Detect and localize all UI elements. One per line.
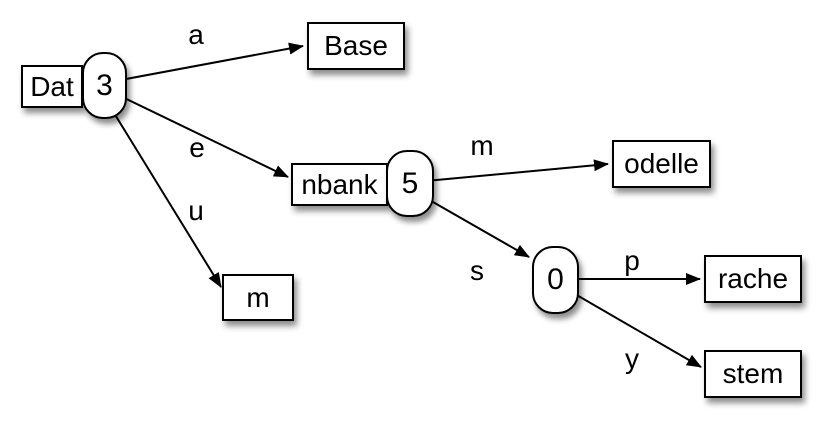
edge-label-e: e (189, 132, 205, 163)
node-m: m (222, 274, 294, 321)
node-nbank-prefix: nbank (291, 163, 388, 206)
edge-label-p: p (624, 245, 640, 276)
node-stem: stem (704, 350, 802, 398)
edge-label-y: y (625, 343, 639, 374)
node-dat-prefix: Dat (21, 65, 83, 108)
edge-label-s: s (470, 255, 484, 286)
node-dat-count: 3 (82, 52, 127, 119)
node-rache: rache (704, 255, 802, 303)
node-odelle: odelle (612, 140, 711, 188)
node-branch-count: 0 (532, 246, 579, 314)
edge-label-m: m (470, 130, 494, 161)
edge-y-line (555, 282, 702, 368)
edge-a-line (109, 42, 304, 83)
edge-e-line (111, 91, 289, 178)
edge-u-line (105, 99, 222, 288)
node-nbank-count: 5 (386, 150, 434, 217)
edge-label-u: u (188, 195, 204, 226)
edge-m-line (414, 159, 609, 183)
edge-label-a: a (188, 19, 204, 50)
node-base: Base (307, 22, 405, 70)
